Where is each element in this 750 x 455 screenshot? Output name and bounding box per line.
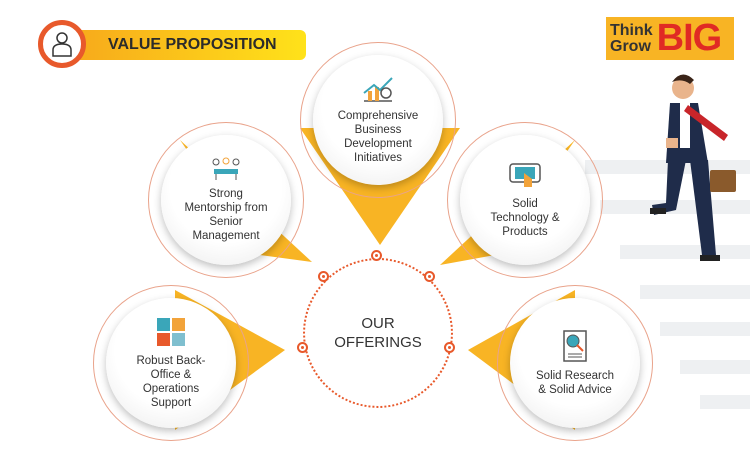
offering-research: Solid Research & Solid Advice — [510, 298, 640, 428]
center-line1: OUR — [361, 315, 395, 332]
ring-upper-left — [148, 122, 304, 278]
money-bag-growth-icon — [363, 77, 393, 102]
value-proposition-badge: VALUE PROPOSITION — [38, 20, 308, 68]
meeting-icon — [212, 157, 240, 180]
offering-label: Solid Technology & Products — [490, 198, 560, 238]
connector-dot — [424, 271, 435, 282]
ring-lower-right — [497, 285, 653, 441]
research-document-icon — [563, 330, 587, 362]
offering-label: Comprehensive Business Development Initi… — [337, 110, 419, 164]
logo-big: BIG — [656, 17, 723, 59]
offering-label: Robust Back-Office & Operations Support — [136, 355, 206, 409]
puzzle-icon — [157, 318, 185, 346]
ring-upper-right — [447, 122, 603, 278]
connector-dot — [297, 342, 308, 353]
connector-dot — [371, 250, 382, 261]
connector-dot — [444, 342, 455, 353]
tablet-touch-icon — [509, 163, 541, 187]
center-line2: OFFERINGS — [334, 334, 422, 351]
ring-lower-left — [93, 285, 249, 441]
offering-label: Solid Research & Solid Advice — [536, 370, 614, 396]
offering-business-development: Comprehensive Business Development Initi… — [313, 55, 443, 185]
logo-think: Think — [610, 21, 653, 39]
offering-mentorship: Strong Mentorship from Senior Management — [161, 135, 291, 265]
businessman-illustration — [650, 74, 736, 261]
offering-technology: Solid Technology & Products — [460, 135, 590, 265]
ring-top — [300, 42, 456, 198]
logo-grow: Grow — [610, 37, 651, 55]
page-title: VALUE PROPOSITION — [108, 36, 277, 53]
offering-label: Strong Mentorship from Senior Management — [184, 188, 268, 242]
connector-dot — [318, 271, 329, 282]
person-icon — [38, 20, 86, 68]
offering-back-office: Robust Back-Office & Operations Support — [106, 298, 236, 428]
